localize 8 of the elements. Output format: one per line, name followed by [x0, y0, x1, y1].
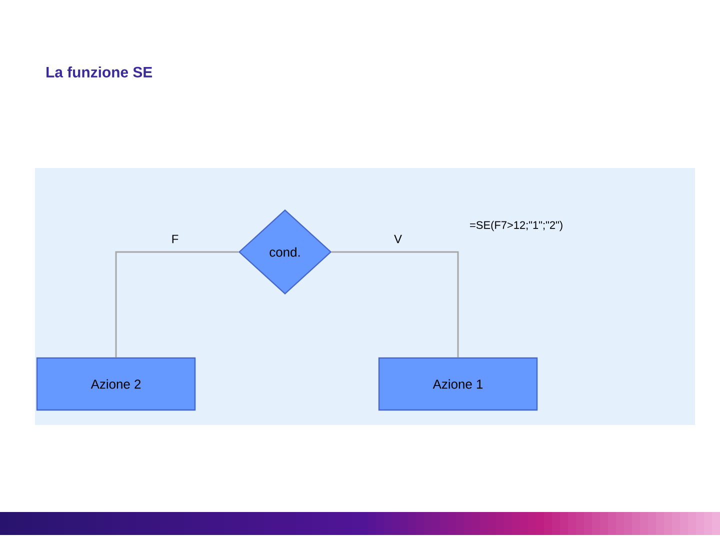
connector-line	[332, 251, 459, 358]
edge-label: F	[172, 234, 178, 244]
process-box: Azione 2	[36, 357, 196, 411]
edge-label: V	[394, 234, 402, 244]
process-box: Azione 1	[378, 357, 538, 411]
formula-text: =SE(F7>12;"1";"2")	[470, 220, 562, 232]
title: La funzione SE	[46, 66, 152, 78]
connector-line	[115, 251, 238, 358]
